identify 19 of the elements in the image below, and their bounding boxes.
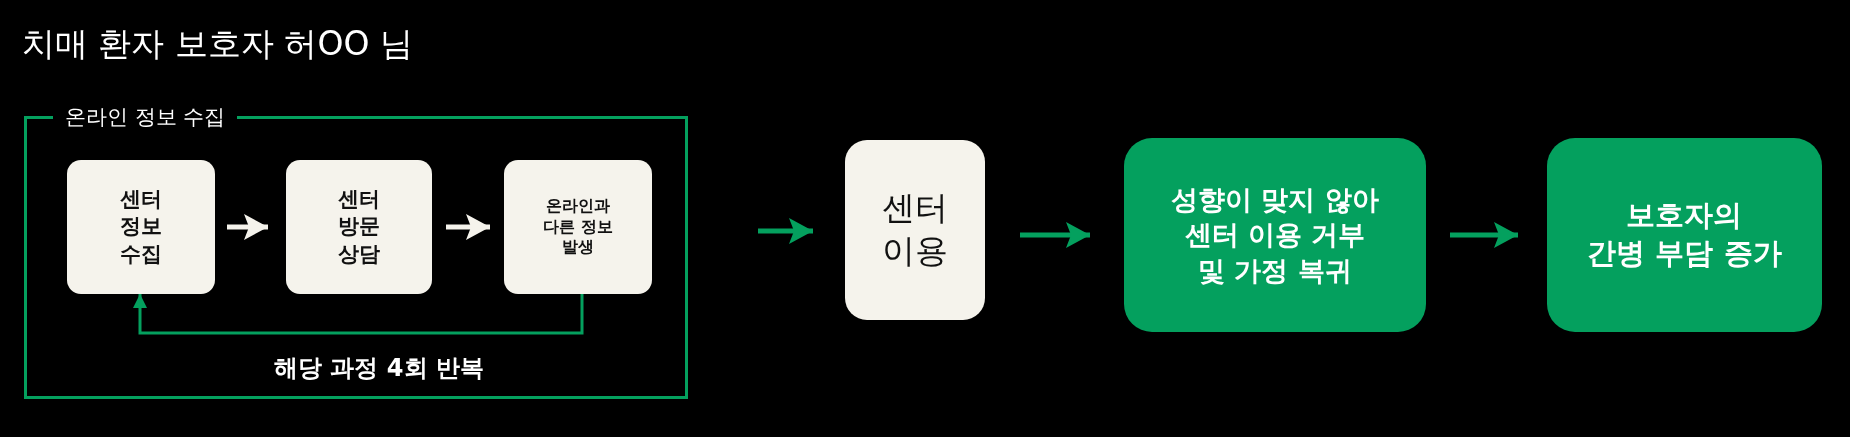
result-box	[1124, 138, 1426, 332]
arrow	[1450, 222, 1518, 248]
box-text: 센터 정보 수집	[120, 186, 162, 268]
title: 치매 환자 보호자 허OO 님	[22, 23, 413, 65]
box-text: 보호자의 간병 부담 증가	[1587, 197, 1782, 272]
box-text: 온라인과 다른 정보 발생	[543, 195, 613, 259]
arrow	[227, 214, 268, 240]
arrow	[1020, 222, 1090, 248]
box-text: 성향이 맞지 않아 센터 이용 거부 및 가정 복귀	[1171, 183, 1379, 288]
arrow	[446, 214, 490, 240]
process-box	[845, 140, 985, 320]
process-box	[286, 160, 432, 294]
result-box	[1547, 138, 1822, 332]
loop-arrow	[133, 294, 584, 335]
arrow	[758, 218, 813, 244]
box-text: 센터 이용	[882, 187, 948, 272]
process-box	[504, 160, 652, 294]
process-box	[67, 160, 215, 294]
box-text: 센터 방문 상담	[338, 186, 380, 268]
